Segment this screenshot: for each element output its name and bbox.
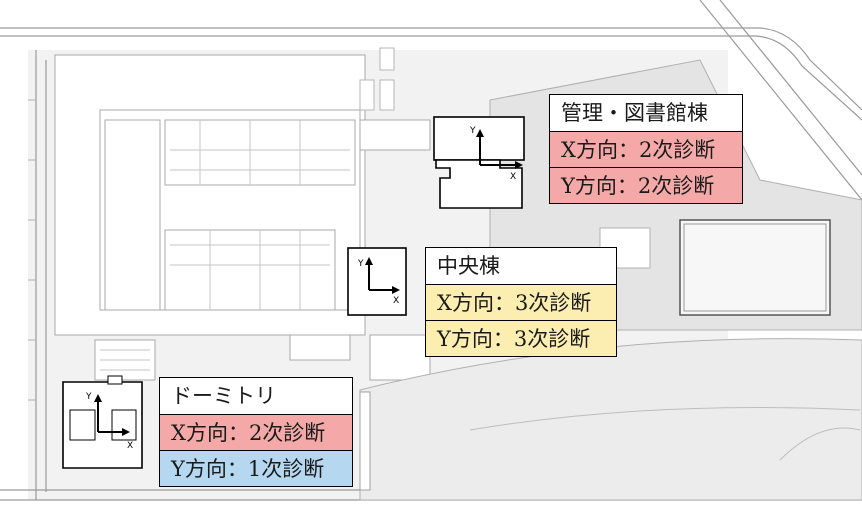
central-axis-marker: Y X xyxy=(347,247,407,316)
admin-label-box: 管理・図書館棟 X方向：2次診断 Y方向：2次診断 xyxy=(549,94,743,204)
lower-landscape xyxy=(359,338,862,501)
admin-axis-y-label: Y xyxy=(469,126,476,136)
lower-wall xyxy=(359,391,371,491)
admin-axis-x-label: X xyxy=(510,172,516,182)
dormitory-y-direction: Y方向：1次診断 xyxy=(160,450,352,486)
central-x-direction: X方向：3次診断 xyxy=(426,284,616,320)
admin-axis-marker xyxy=(476,129,523,169)
sports-field-inner xyxy=(683,223,827,312)
central-label-box: 中央棟 X方向：3次診断 Y方向：3次診断 xyxy=(425,247,617,357)
parking xyxy=(359,47,395,111)
central-building-name: 中央棟 xyxy=(437,254,500,278)
interior-details xyxy=(100,120,350,371)
admin-building-name: 管理・図書館棟 xyxy=(561,101,708,125)
lower-path xyxy=(469,407,861,431)
central-axis-x-label: X xyxy=(393,296,399,306)
road-lines xyxy=(0,0,862,501)
dormitory-label-box: ドーミトリ X方向：2次診断 Y方向：1次診断 xyxy=(159,377,353,487)
dormitory-axis-marker xyxy=(94,394,130,436)
dormitory-axis-y-label: Y xyxy=(85,392,92,402)
dormitory-building-name: ドーミトリ xyxy=(171,384,276,408)
admin-y-direction: Y方向：2次診断 xyxy=(550,167,742,203)
dormitory-x-direction: X方向：2次診断 xyxy=(160,414,352,450)
sports-field xyxy=(679,219,831,316)
admin-building xyxy=(433,116,525,209)
admin-x-direction: X方向：2次診断 xyxy=(550,131,742,167)
edge-ticks xyxy=(28,99,36,401)
dormitory-building xyxy=(62,375,143,469)
dormitory-axis-x-label: X xyxy=(127,441,133,451)
central-axis-y-label: Y xyxy=(357,259,364,269)
central-y-direction: Y方向：3次診断 xyxy=(426,320,616,356)
